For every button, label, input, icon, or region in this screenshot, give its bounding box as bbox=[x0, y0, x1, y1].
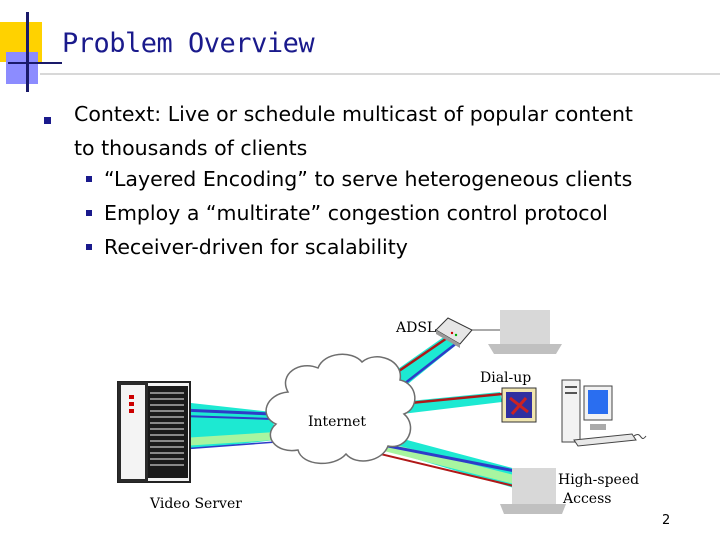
highspeed-client-monitor-icon bbox=[500, 468, 566, 514]
context-text-line2: to thousands of clients bbox=[74, 136, 308, 160]
sub-bullet-square-icon bbox=[86, 210, 92, 216]
sub-bullet-square-icon bbox=[86, 244, 92, 250]
dialup-client-pc-icon bbox=[561, 379, 647, 447]
sub-bullet-receiver: Receiver-driven for scalability bbox=[104, 235, 408, 259]
video-server-icon bbox=[117, 381, 191, 483]
adsl-client-monitor-icon bbox=[488, 310, 562, 354]
bullet-context: Context: Live or schedule multicast of p… bbox=[74, 97, 633, 165]
sub-bullet-multirate: Employ a “multirate” congestion control … bbox=[104, 201, 608, 225]
link-cloud-dialup bbox=[399, 392, 503, 414]
adsl-label: ADSL bbox=[395, 320, 436, 336]
dialup-modem-icon bbox=[501, 387, 537, 423]
video-server-label: Video Server bbox=[149, 496, 242, 512]
sub-bullet-square-icon bbox=[86, 176, 92, 182]
title-accent-line bbox=[26, 12, 29, 92]
highspeed-label-line2: Access bbox=[562, 491, 611, 507]
bullet-square-icon bbox=[44, 117, 51, 124]
slide-number: 2 bbox=[662, 513, 671, 528]
context-text-line1: Live or schedule multicast of popular co… bbox=[161, 102, 633, 126]
context-label: Context: bbox=[74, 102, 162, 126]
internet-label: Internet bbox=[308, 414, 366, 430]
slide-title: Problem Overview bbox=[62, 28, 315, 59]
sub-bullet-layered: “Layered Encoding” to serve heterogeneou… bbox=[104, 167, 633, 191]
link-server-cloud bbox=[181, 402, 277, 450]
internet-cloud-icon bbox=[265, 353, 416, 465]
title-underline bbox=[40, 73, 720, 75]
highspeed-label-line1: High-speed bbox=[558, 472, 639, 488]
title-accent-blue bbox=[6, 52, 38, 84]
dialup-label: Dial-up bbox=[480, 370, 531, 386]
link-cloud-highspeed bbox=[371, 436, 521, 488]
title-accent-line-horizontal bbox=[8, 62, 62, 64]
adsl-modem-icon bbox=[435, 317, 473, 348]
